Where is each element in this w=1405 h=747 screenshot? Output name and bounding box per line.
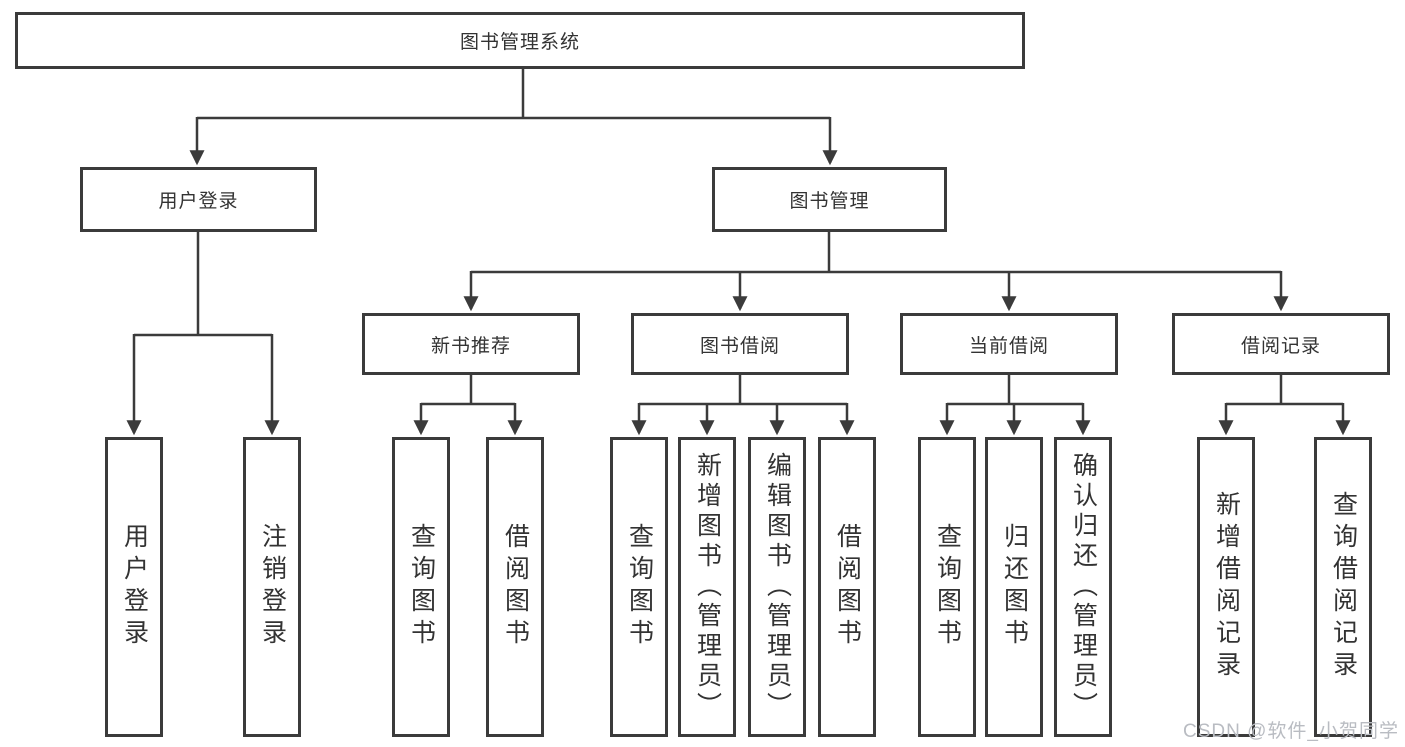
node-user-login: 用户登录 [80, 167, 317, 232]
node-leaf-newrec-query-books-label: 查询图书 [407, 523, 436, 651]
node-book-borrow: 图书借阅 [631, 313, 849, 375]
node-leaf-add-books-admin-label: 新增图书（管理员） [693, 452, 722, 722]
node-new-book-recommend: 新书推荐 [362, 313, 580, 375]
connector-current-borrow-children [939, 375, 1091, 436]
node-leaf-edit-books-admin-label: 编辑图书（管理员） [763, 452, 792, 722]
node-leaf-query-borrow-record-label: 查询借阅记录 [1329, 491, 1358, 683]
node-book-management: 图书管理 [712, 167, 947, 232]
node-current-borrow-label: 当前借阅 [968, 335, 1049, 357]
node-leaf-borrow-query-books-label: 查询图书 [625, 523, 654, 651]
node-new-book-recommend-label: 新书推荐 [430, 335, 511, 357]
node-leaf-user-login: 用户登录 [105, 437, 163, 737]
node-leaf-return-books-label: 归还图书 [1000, 523, 1029, 651]
node-leaf-borrow-books: 借阅图书 [818, 437, 876, 737]
node-leaf-newrec-borrow-books-label: 借阅图书 [501, 523, 530, 651]
connector-book-borrow-children [631, 375, 855, 436]
connector-new-books-children [413, 375, 523, 436]
node-system-root: 图书管理系统 [15, 12, 1025, 69]
connector-borrow-records-children [1218, 375, 1351, 436]
node-leaf-user-login-label: 用户登录 [120, 523, 149, 651]
node-leaf-add-books-admin: 新增图书（管理员） [678, 437, 736, 737]
node-leaf-confirm-return-admin-label: 确认归还（管理员） [1069, 452, 1098, 722]
node-leaf-query-borrow-record: 查询借阅记录 [1314, 437, 1372, 737]
node-leaf-add-borrow-record: 新增借阅记录 [1197, 437, 1255, 737]
node-leaf-borrow-books-label: 借阅图书 [833, 523, 862, 651]
node-borrow-records-label: 借阅记录 [1240, 335, 1321, 357]
connector-root-to-level2 [189, 67, 838, 166]
node-leaf-logout: 注销登录 [243, 437, 301, 737]
node-leaf-return-books: 归还图书 [985, 437, 1043, 737]
node-current-borrow: 当前借阅 [900, 313, 1118, 375]
node-book-borrow-label: 图书借阅 [699, 335, 780, 357]
node-borrow-records: 借阅记录 [1172, 313, 1390, 375]
node-book-management-label: 图书管理 [789, 191, 870, 212]
node-user-login-label: 用户登录 [158, 191, 239, 212]
node-leaf-edit-books-admin: 编辑图书（管理员） [748, 437, 806, 737]
node-leaf-borrow-query-books: 查询图书 [610, 437, 668, 737]
node-leaf-newrec-borrow-books: 借阅图书 [486, 437, 544, 737]
connector-user-login-children [126, 232, 280, 436]
node-leaf-logout-label: 注销登录 [258, 523, 287, 651]
node-leaf-newrec-query-books: 查询图书 [392, 437, 450, 737]
node-leaf-current-query-books: 查询图书 [918, 437, 976, 737]
node-leaf-confirm-return-admin: 确认归还（管理员） [1054, 437, 1112, 737]
node-system-root-label: 图书管理系统 [459, 32, 580, 53]
connector-book-mgmt-to-level3 [463, 232, 1289, 312]
node-leaf-add-borrow-record-label: 新增借阅记录 [1212, 491, 1241, 683]
node-leaf-current-query-books-label: 查询图书 [933, 523, 962, 651]
